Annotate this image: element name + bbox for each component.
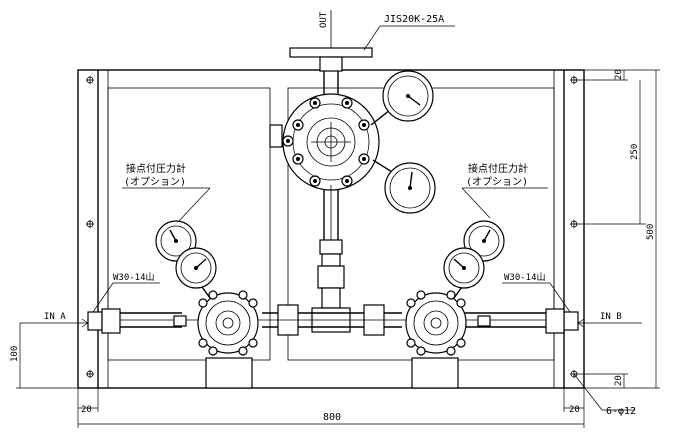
gauge-left-label: 接点付圧力計 (126, 162, 186, 175)
pressure-gauge-icon (384, 162, 436, 214)
in-a-label: IN A (44, 312, 66, 322)
leader-lines (20, 25, 642, 411)
out-label: OUT (319, 11, 329, 28)
flange-spec-label: JIS20K-25A (384, 14, 444, 25)
dimension-lines (16, 69, 660, 428)
dim-total-width: 800 (323, 412, 341, 423)
pressure-gauge-icon (382, 70, 434, 122)
outlet-gauges (370, 70, 436, 214)
center-pipe (317, 185, 345, 309)
pressure-gauge-icon (443, 247, 485, 289)
gauge-right-label: 接点付圧力計 (468, 162, 528, 175)
dim-total-height: 500 (646, 224, 656, 240)
mounting-hole (86, 220, 94, 228)
header-pipe (100, 304, 565, 336)
pressure-gauge-icon (175, 247, 217, 289)
mounting-hole (86, 76, 94, 84)
dim-inlet-height: 100 (10, 346, 20, 362)
dim-top-offset: 20 (614, 69, 624, 80)
gauge-left-option-label: (オプション) (124, 176, 186, 188)
dim-left-margin: 20 (81, 405, 92, 415)
left-regulator (87, 220, 259, 389)
outlet-assembly (289, 10, 373, 112)
thread-left-label: W30-14山 (113, 272, 155, 283)
dim-bottom-offset: 20 (614, 375, 624, 386)
in-b-label: IN B (600, 312, 622, 322)
dim-right-margin: 20 (569, 405, 580, 415)
right-regulator (405, 220, 579, 389)
center-manifold (269, 93, 380, 191)
mounting-hole (86, 370, 94, 378)
dim-upper-height: 250 (630, 144, 640, 160)
gauge-right-option-label: (オプション) (466, 176, 528, 188)
thread-right-label: W30-14山 (504, 272, 546, 283)
holes-label: 6-φ12 (606, 406, 636, 417)
